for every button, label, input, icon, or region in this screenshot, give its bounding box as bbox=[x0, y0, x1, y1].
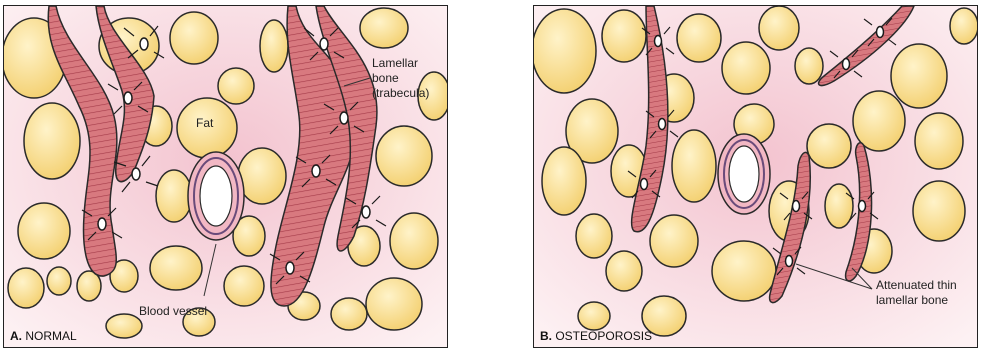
caption-osteoporosis: B. OSTEOPOROSIS bbox=[540, 329, 652, 343]
caption-title: NORMAL bbox=[25, 329, 76, 343]
panel-normal: Lamellar bone (trabecula) Fat Blood vess… bbox=[3, 5, 448, 348]
caption-letter: B. bbox=[540, 329, 552, 343]
caption-normal: A. NORMAL bbox=[10, 329, 77, 343]
label-attenuated-bone: Attenuated thin lamellar bone bbox=[876, 278, 957, 308]
panel-osteoporosis: Attenuated thin lamellar bone B. OSTEOPO… bbox=[533, 5, 978, 348]
blood-vessel bbox=[718, 134, 770, 214]
label-lamellar-bone: Lamellar bone (trabecula) bbox=[372, 56, 429, 101]
label-fat: Fat bbox=[196, 116, 213, 131]
caption-title: OSTEOPOROSIS bbox=[555, 329, 652, 343]
blood-vessel bbox=[188, 152, 244, 240]
caption-letter: A. bbox=[10, 329, 22, 343]
label-blood-vessel: Blood vessel bbox=[139, 304, 207, 319]
